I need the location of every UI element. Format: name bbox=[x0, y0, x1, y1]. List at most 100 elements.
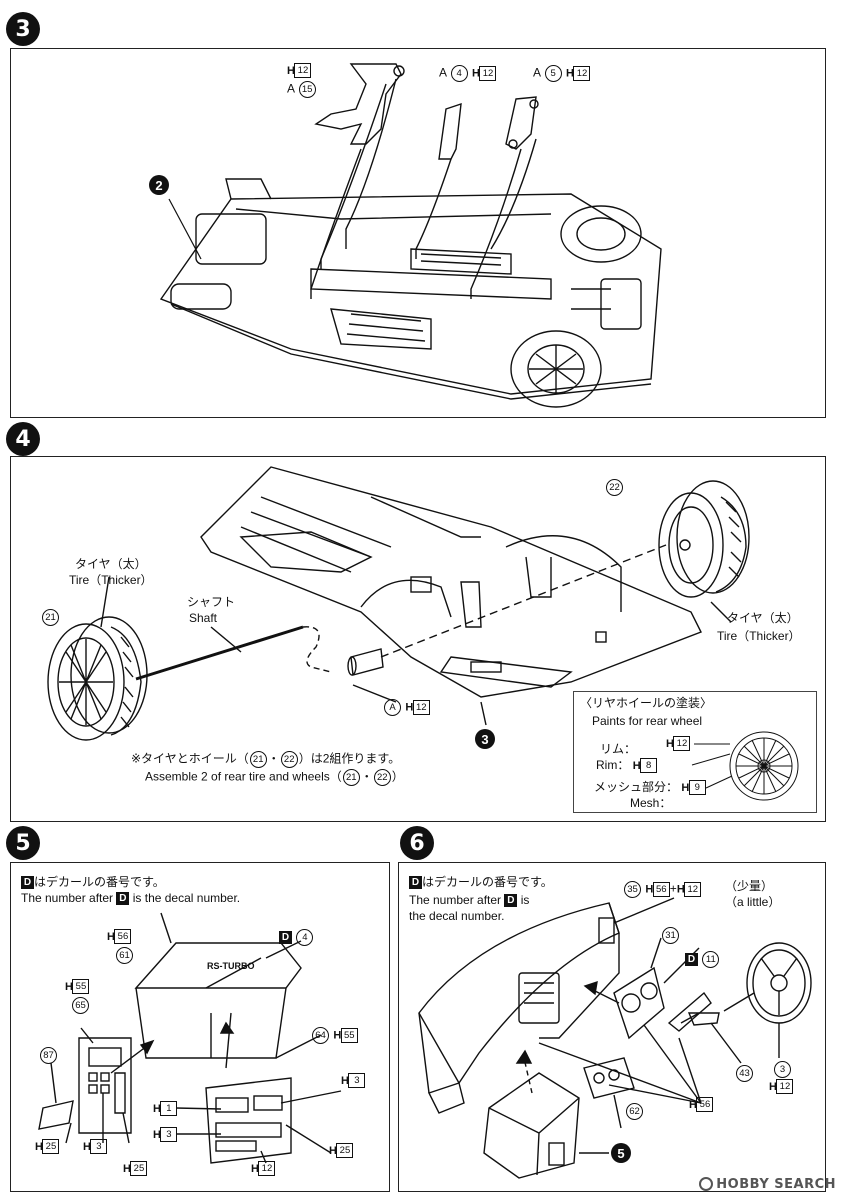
decal-note-en: The number after D is the decal number. bbox=[21, 891, 240, 906]
subassembly-circle: 2 bbox=[149, 175, 169, 195]
paint-title-jp: 〈リヤホイールの塗装〉 bbox=[580, 696, 713, 710]
console-rs-turbo-label: RS-TURBO bbox=[207, 961, 255, 971]
part-number-circle: 35 bbox=[624, 881, 641, 898]
watermark: HOBBY SEARCH bbox=[699, 1177, 836, 1192]
little-jp: （少量） bbox=[725, 879, 774, 893]
callout-part-21: 21 bbox=[41, 609, 60, 626]
callout-part-3: 3 bbox=[773, 1061, 792, 1078]
step-4-badge: 4 bbox=[6, 422, 40, 456]
tire-left-jp: タイヤ（太） bbox=[75, 557, 147, 571]
sprue-letter: A bbox=[533, 65, 541, 80]
tire-right-jp: タイヤ（太） bbox=[727, 611, 799, 625]
note-text: ） bbox=[391, 769, 404, 784]
paint-number-box: 12 bbox=[412, 700, 430, 715]
plus-sign: + bbox=[669, 881, 677, 896]
paint-h-label: H bbox=[676, 883, 685, 896]
paint-number-box: 25 bbox=[336, 1143, 354, 1159]
paint-h-label: H bbox=[329, 1145, 337, 1157]
paint-h-label: H bbox=[123, 1163, 131, 1175]
note-separator: ・ bbox=[267, 751, 280, 766]
callout-subassembly-3: 3 bbox=[475, 729, 495, 749]
decal-note-text: is the decal number. bbox=[132, 891, 241, 905]
callout-part-31: 31 bbox=[661, 927, 680, 944]
callout-part-62: 62 bbox=[625, 1103, 644, 1120]
note-text: Assemble 2 of rear tire and wheels（ bbox=[145, 769, 342, 784]
paint-h-label: H bbox=[645, 883, 653, 896]
paint-number-box: 3 bbox=[90, 1139, 108, 1155]
sprue-letter: A bbox=[439, 65, 447, 80]
part-number-circle: 21 bbox=[249, 751, 267, 768]
paint-number-box: 1 bbox=[160, 1101, 178, 1117]
callout-decal-4: D 4 bbox=[279, 929, 314, 946]
paint-h-label: H bbox=[65, 981, 73, 993]
paint-h-label: H bbox=[566, 67, 574, 80]
callout-part-87: 87 bbox=[39, 1047, 58, 1064]
shaft-jp: シャフト bbox=[187, 595, 236, 609]
tire-left-en: Tire（Thicker） bbox=[69, 573, 153, 587]
part-number-circle: 62 bbox=[626, 1103, 643, 1120]
decal-note-en-line2: the decal number. bbox=[409, 909, 505, 923]
paint-title-en: Paints for rear wheel bbox=[592, 714, 703, 728]
little-en: （a little） bbox=[725, 895, 781, 909]
part-number-circle: 21 bbox=[342, 769, 360, 786]
paint-number-box: 56 bbox=[652, 882, 670, 897]
rim-jp: リム： bbox=[600, 742, 637, 756]
step-5-badge: 5 bbox=[6, 826, 40, 860]
note-separator: ・ bbox=[360, 769, 373, 784]
paint-h-label: H bbox=[107, 931, 115, 943]
tire-right-en: Tire（Thicker） bbox=[717, 629, 801, 643]
paint-number-box: 12 bbox=[479, 66, 497, 81]
shaft-en: Shaft bbox=[189, 611, 218, 625]
center-console-illustration bbox=[38, 912, 342, 1164]
part-letter-circle: A bbox=[384, 699, 401, 716]
paint-h-label: H bbox=[666, 738, 674, 750]
subassembly-circle: 3 bbox=[475, 729, 495, 749]
paint-h-label: H bbox=[35, 1141, 43, 1153]
mesh-wheel-icon bbox=[691, 731, 799, 801]
step-4-panel: タイヤ（太） Tire（Thicker） 21 シャフト Shaft 22 タイ… bbox=[10, 456, 826, 822]
step-3-badge: 3 bbox=[6, 12, 40, 46]
paint-h-label: H bbox=[681, 782, 689, 794]
paint-h-label: H bbox=[153, 1103, 161, 1115]
paint-h-label: H bbox=[153, 1129, 161, 1141]
paint-number-box: 12 bbox=[258, 1161, 276, 1177]
paint-h-label: H bbox=[83, 1141, 91, 1153]
note-text: ）は2組作ります。 bbox=[298, 751, 401, 766]
part-number-circle: 15 bbox=[298, 81, 316, 98]
decal-note-text: The number after bbox=[21, 891, 114, 905]
callout-decal-11: D 11 bbox=[685, 951, 720, 968]
paint-h-label: H bbox=[632, 760, 641, 772]
decal-note-text: はデカールの番号です。 bbox=[422, 875, 553, 889]
chassis-illustration bbox=[159, 63, 662, 408]
paint-h-label: H bbox=[287, 65, 295, 77]
paint-h-label: H bbox=[333, 1029, 341, 1042]
decal-d-icon: D bbox=[21, 876, 34, 890]
paint-h-label: H bbox=[689, 1099, 697, 1111]
callout-part-43: 43 bbox=[735, 1065, 754, 1082]
mesh-jp-label: メッシュ部分： bbox=[594, 780, 679, 794]
paint-h-label: H bbox=[251, 1163, 259, 1175]
paint-h-label: H bbox=[472, 67, 480, 80]
decal-d-icon: D bbox=[116, 892, 130, 906]
paint-number-box: 56 bbox=[114, 929, 132, 945]
part-number-circle: 22 bbox=[606, 479, 623, 496]
paint-number-box: 3 bbox=[160, 1127, 178, 1143]
callout-part-22: 22 bbox=[605, 479, 624, 496]
paint-h-label: H bbox=[769, 1081, 777, 1093]
paint-number-box: 9 bbox=[688, 780, 706, 796]
paint-number-box: 3 bbox=[348, 1073, 366, 1089]
assembly-note-jp: ※タイヤとホイール（21・22）は2組作ります。 bbox=[131, 751, 400, 768]
part-number-circle: 64 bbox=[312, 1027, 329, 1044]
